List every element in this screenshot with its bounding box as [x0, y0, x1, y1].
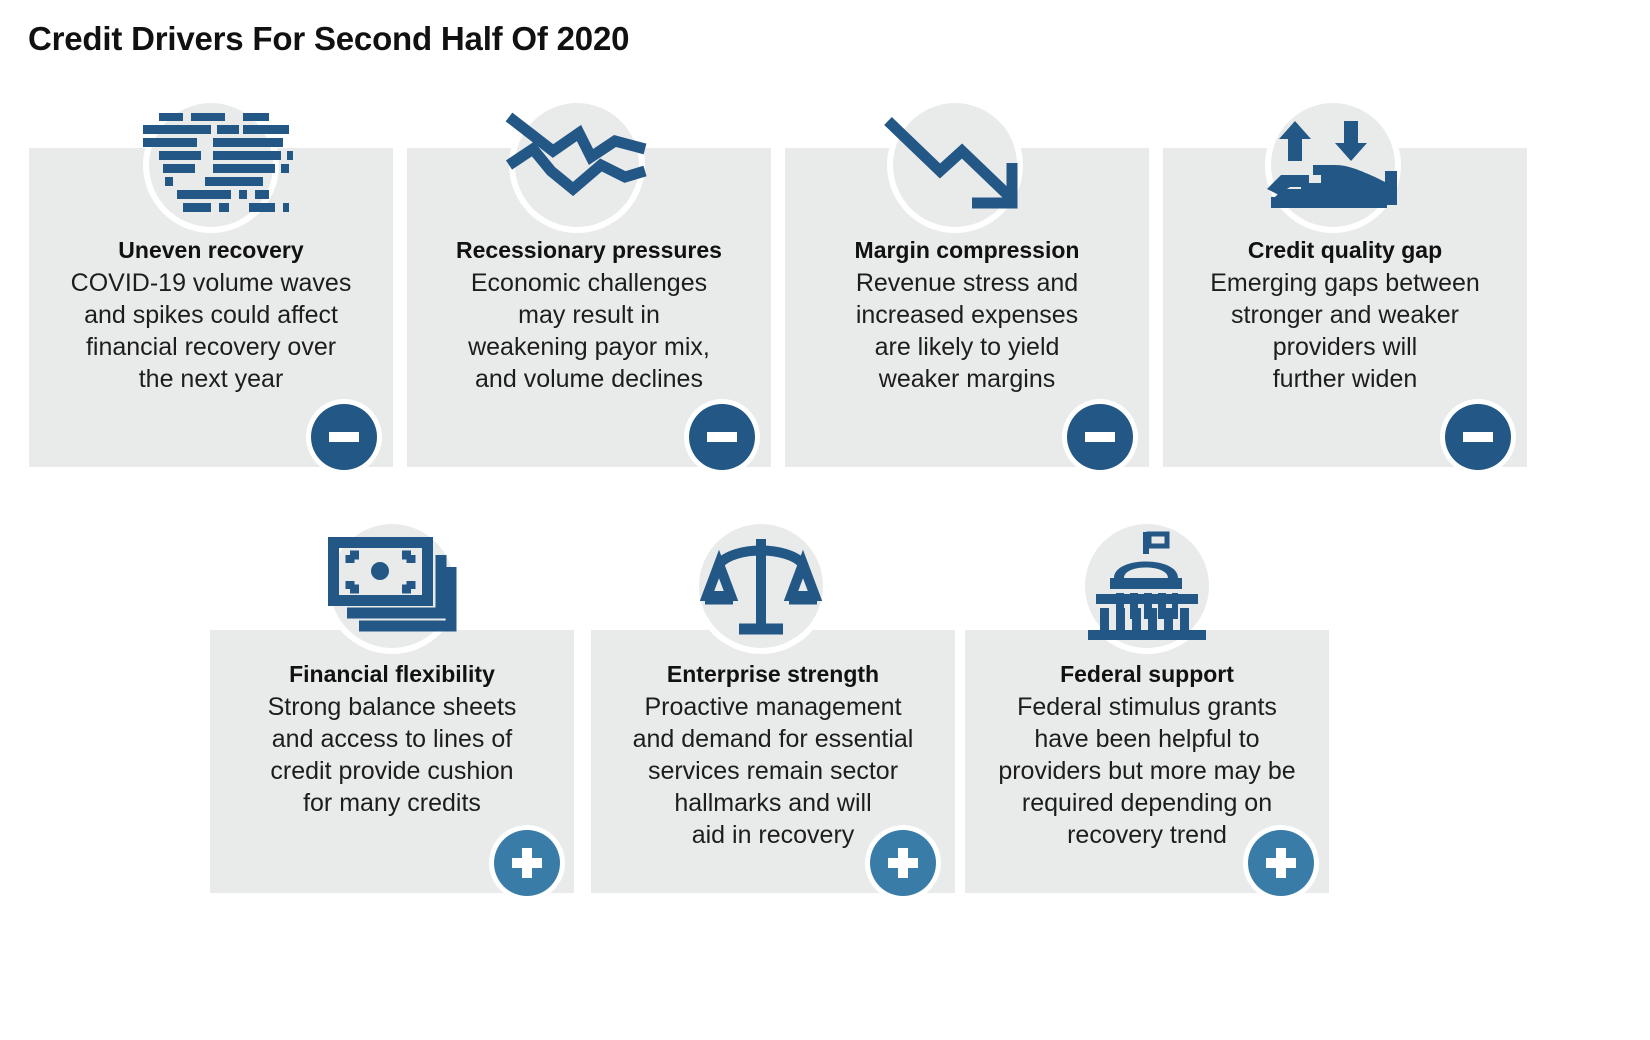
banknotes-icon [328, 524, 457, 648]
card-body: Revenue stress and increased expenses ar… [855, 269, 1079, 394]
minus-badge [1067, 404, 1133, 470]
card-body: COVID-19 volume waves and spikes could a… [70, 269, 352, 394]
page-title: Credit Drivers For Second Half Of 2020 [28, 20, 630, 57]
minus-badge [689, 404, 755, 470]
minus-icon [707, 432, 737, 442]
hand-up-down-arrows-icon [1267, 103, 1397, 227]
plus-badge [1248, 830, 1314, 896]
minus-icon [1085, 432, 1115, 442]
plus-icon [888, 848, 918, 878]
minus-badge [311, 404, 377, 470]
card-title: Uneven recovery [118, 237, 304, 263]
card-body: Proactive management and demand for esse… [632, 693, 914, 850]
world-map-icon [143, 103, 293, 227]
card-body: Strong balance sheets and access to line… [267, 693, 517, 818]
card-title: Financial flexibility [289, 661, 495, 687]
card-body: Economic challenges may result in weaken… [468, 269, 710, 394]
card-title: Recessionary pressures [456, 237, 722, 263]
card-title: Credit quality gap [1247, 237, 1443, 263]
plus-icon [1266, 848, 1296, 878]
plus-badge [870, 830, 936, 896]
minus-icon [1463, 432, 1493, 442]
driver-card-federal-support[interactable]: Federal support Federal stimulus grants … [965, 630, 1329, 893]
card-title: Federal support [1060, 661, 1234, 687]
minus-icon [329, 432, 359, 442]
card-title: Margin compression [854, 237, 1080, 263]
plus-icon [512, 848, 542, 878]
downward-arrow-icon [884, 103, 1018, 227]
card-title: Enterprise strength [666, 661, 880, 687]
card-body: Emerging gaps between stronger and weake… [1210, 269, 1480, 394]
card-body: Federal stimulus grants have been helpfu… [998, 693, 1296, 850]
driver-card-financial-flexibility[interactable]: Financial flexibility Strong balance she… [210, 630, 574, 893]
minus-badge [1445, 404, 1511, 470]
capitol-building-icon [1085, 524, 1209, 648]
volatile-line-chart-icon [505, 103, 647, 227]
balance-scales-icon [699, 524, 823, 648]
plus-badge [494, 830, 560, 896]
driver-card-enterprise-strength[interactable]: Enterprise strength Proactive management… [591, 630, 955, 893]
